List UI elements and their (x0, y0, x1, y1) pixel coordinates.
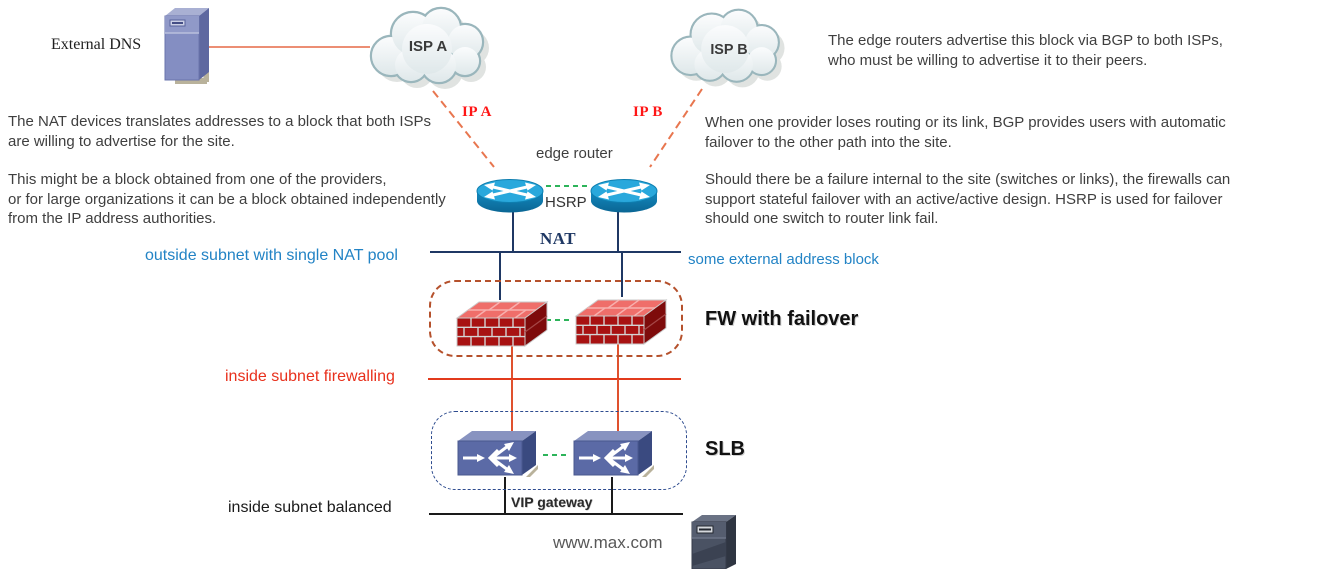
load-balancer-b-icon (573, 431, 654, 477)
firewall-zone-outline (429, 280, 683, 357)
outside-subnet-label: outside subnet with single NAT pool (145, 247, 398, 264)
isp-a-label: ISP A (409, 38, 448, 55)
vip-gateway-label: VIP gateway (511, 494, 593, 510)
isp-b-label: ISP B (710, 42, 747, 58)
dns-server-icon (164, 8, 209, 84)
inside-subnet-firewalling-label: inside subnet firewalling (225, 368, 395, 385)
wire-ispb-to-router (649, 88, 703, 168)
ip-b-label: IP B (633, 104, 663, 120)
fw-with-failover-label: FW with failover (705, 308, 859, 330)
external-address-block-label: some external address block (688, 251, 879, 268)
firewall-b-icon (574, 299, 668, 345)
edge-router-label: edge router (536, 145, 613, 162)
nat-label: NAT (540, 229, 577, 248)
annotation-address-block: This might be a block obtained from one … (8, 171, 446, 227)
load-balancer-a-icon (457, 431, 538, 477)
annotation-nat-translation: The NAT devices translates addresses to … (8, 113, 431, 150)
firewall-a-icon (455, 301, 549, 347)
hsrp-label: HSRP (545, 194, 587, 211)
isp-a-cloud-icon: ISP A (369, 6, 489, 89)
inside-subnet-balanced-label: inside subnet balanced (228, 499, 392, 516)
slb-label: SLB (705, 438, 745, 460)
edge-router-b-icon (590, 179, 658, 213)
annotation-bgp-advertise: The edge routers advertise this block vi… (828, 32, 1223, 69)
annotation-bgp-failover: When one provider loses routing or its l… (705, 114, 1226, 151)
annotation-stateful-failover: Should there be a failure internal to th… (705, 171, 1231, 227)
web-server-icon (691, 515, 736, 569)
edge-router-a-icon (476, 179, 544, 213)
isp-b-cloud-icon: ISP B (670, 8, 785, 88)
slb-zone-outline (431, 411, 687, 490)
web-server-label: www.max.com (553, 533, 663, 552)
external-dns-label: External DNS (51, 36, 142, 53)
ip-a-label: IP A (462, 104, 492, 120)
